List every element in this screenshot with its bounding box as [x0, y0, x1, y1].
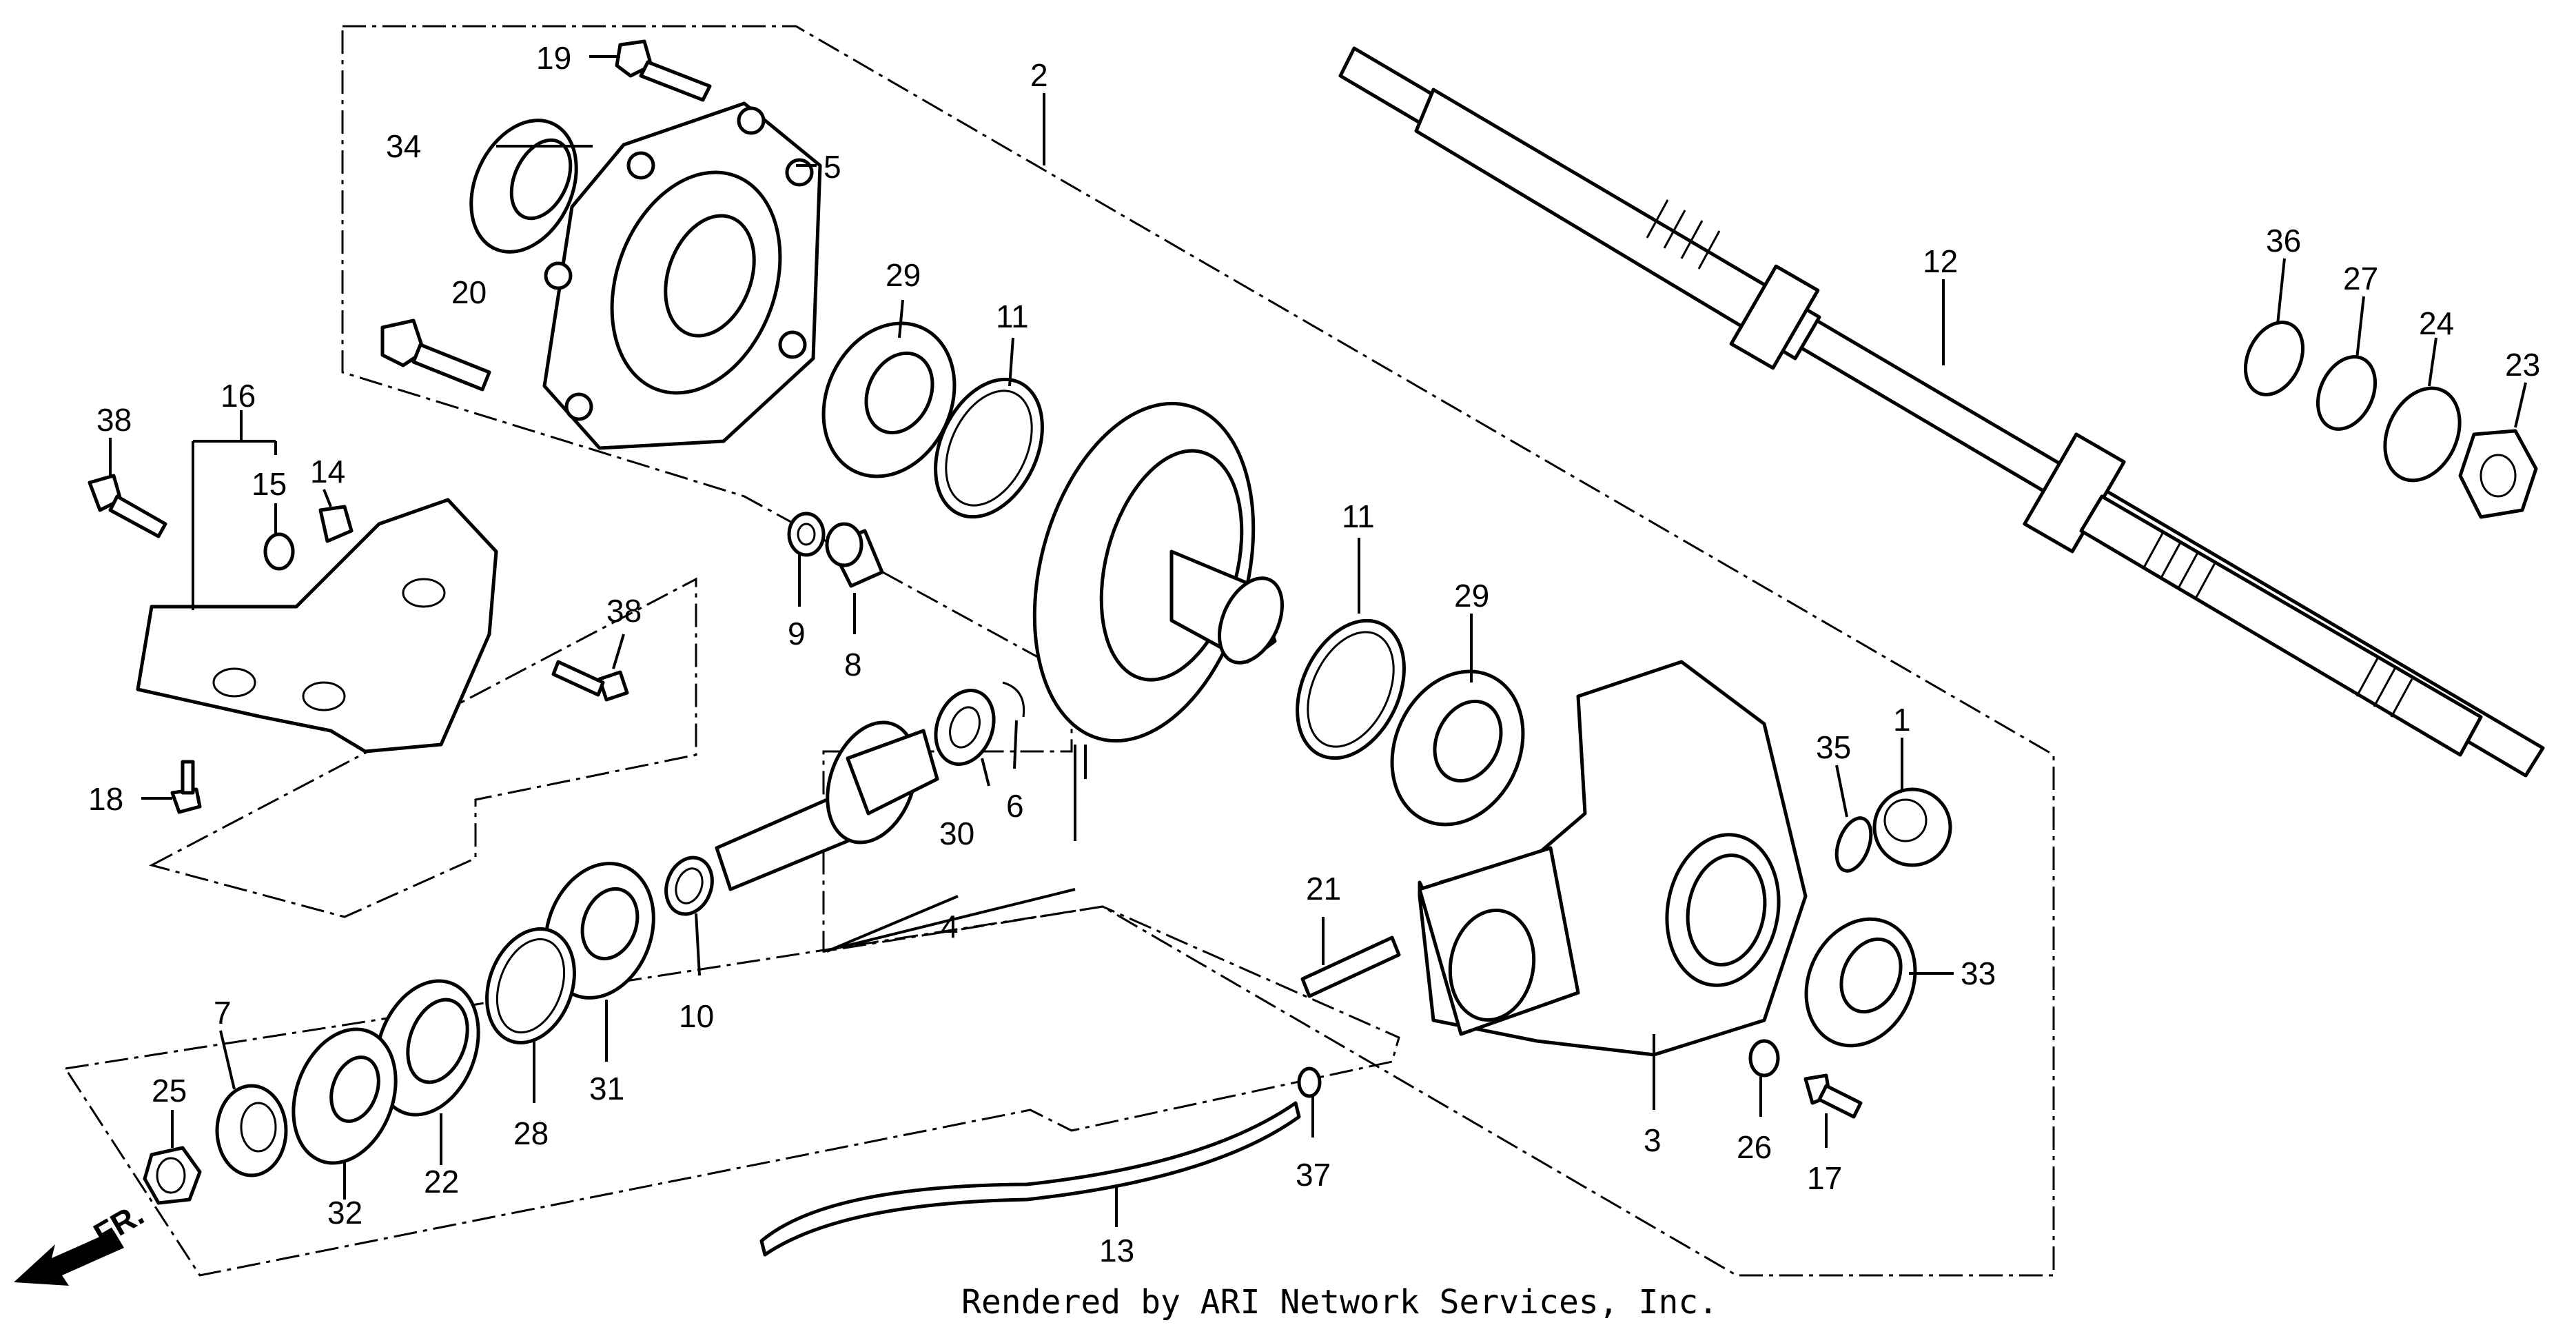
circlip-6	[1002, 681, 1025, 718]
callout-16: 16	[221, 378, 256, 414]
axle-end-hardware	[2243, 321, 2538, 519]
callout-29-lower: 29	[1454, 578, 1489, 614]
callout-21: 21	[1306, 871, 1341, 907]
callout-3: 3	[1644, 1122, 1662, 1158]
callout-7: 7	[214, 995, 232, 1031]
pinion-group-outline	[63, 905, 1400, 1277]
callout-2: 2	[1030, 57, 1048, 93]
rear-axle-shaft	[1338, 46, 2545, 778]
callout-6: 6	[1006, 788, 1024, 824]
callout-17: 17	[1807, 1160, 1842, 1196]
bolt-18	[170, 760, 202, 814]
clip-37	[1297, 1066, 1322, 1098]
callout-8: 8	[844, 647, 862, 682]
callout-1: 1	[1893, 702, 1911, 738]
ring-gear	[1032, 401, 1284, 743]
stud-21	[1300, 935, 1401, 998]
breather-tube	[759, 1101, 1301, 1257]
callout-15: 15	[252, 466, 287, 502]
oil-seal-33	[1804, 917, 1917, 1048]
cap-1	[1872, 787, 1952, 867]
callout-11-upper: 11	[996, 299, 1029, 334]
callout-5: 5	[824, 149, 841, 185]
pinion-gear	[715, 720, 939, 891]
callout-30: 30	[939, 816, 974, 851]
callout-36: 36	[2266, 223, 2301, 259]
front-direction-arrow-icon	[14, 1231, 124, 1286]
callout-32: 32	[327, 1195, 362, 1231]
callout-38-left: 38	[96, 402, 132, 438]
joint-7	[215, 1084, 288, 1177]
oil-seal-34	[469, 119, 578, 254]
cover-group-outline	[148, 577, 697, 918]
callout-4: 4	[941, 909, 959, 944]
callout-12: 12	[1923, 243, 1958, 279]
callout-37: 37	[1296, 1157, 1331, 1193]
callout-20: 20	[451, 274, 487, 310]
callout-25: 25	[152, 1073, 187, 1109]
o-ring-35	[1834, 816, 1873, 873]
callout-10: 10	[679, 998, 714, 1034]
callout-29-upper: 29	[886, 257, 921, 293]
final-gear-case	[1418, 660, 1808, 1057]
bearing-29-lower	[1390, 669, 1525, 827]
shim-10	[664, 856, 714, 916]
bolt-38-right	[551, 660, 629, 702]
leader-lines	[109, 55, 2527, 1227]
skid-plate-cover	[136, 498, 498, 753]
callout-19: 19	[536, 40, 571, 76]
washer-26	[1748, 1039, 1780, 1078]
callout-27: 27	[2343, 261, 2378, 296]
callout-24: 24	[2419, 305, 2454, 341]
callout-33: 33	[1961, 955, 1996, 991]
callout-38-right: 38	[606, 593, 642, 629]
nut-25	[143, 1146, 202, 1205]
grommet-15-14	[263, 505, 354, 571]
callout-23: 23	[2505, 347, 2540, 383]
callout-26: 26	[1737, 1129, 1772, 1165]
callout-14: 14	[310, 454, 345, 489]
callout-9: 9	[788, 616, 806, 651]
callout-28: 28	[513, 1115, 549, 1151]
callout-34: 34	[386, 128, 421, 164]
bearing-holder-22	[374, 979, 480, 1117]
callout-22: 22	[424, 1164, 459, 1200]
bolt-17	[1803, 1073, 1863, 1119]
callout-31: 31	[589, 1071, 624, 1106]
callout-18: 18	[88, 781, 123, 817]
washer-9	[787, 512, 826, 557]
oil-seal-32	[292, 1027, 398, 1165]
callout-35: 35	[1816, 729, 1851, 765]
shim-11-upper	[934, 377, 1044, 519]
callout-11-lower: 11	[1342, 498, 1375, 534]
bolt-19	[615, 39, 712, 102]
needle-bearing-30	[934, 689, 996, 766]
final-gear-case-cover	[542, 101, 822, 450]
callout-13: 13	[1099, 1233, 1134, 1268]
render-credit: Rendered by ARI Network Services, Inc.	[961, 1283, 1718, 1322]
shim-11-lower	[1296, 618, 1406, 760]
thrust-bushing-8	[825, 522, 884, 588]
shim-28	[485, 927, 576, 1044]
bolt-20	[380, 318, 491, 392]
bolt-38-left	[88, 474, 167, 538]
